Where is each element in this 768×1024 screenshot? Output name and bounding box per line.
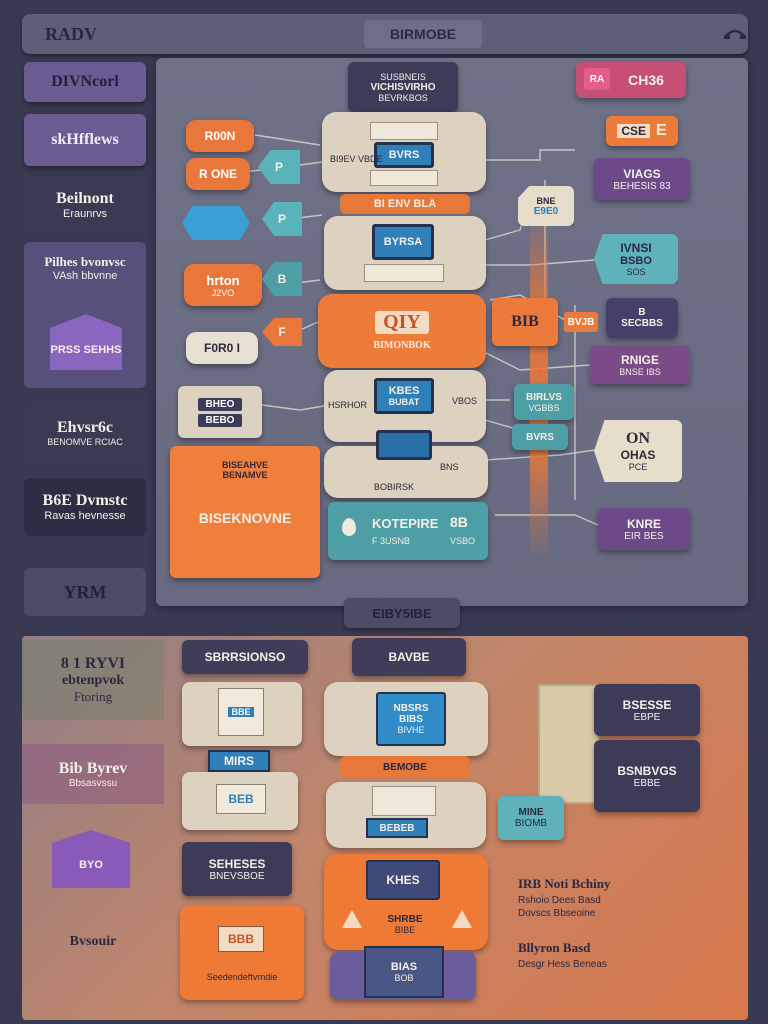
sidebar-item-sub: Eraunrvs [62, 208, 108, 220]
mid-tag-2[interactable]: BIB [492, 298, 558, 346]
left-node-3[interactable] [182, 206, 250, 240]
left-node-5[interactable]: F0R0 I [186, 332, 258, 364]
bottom-right-node-3[interactable]: MINE BIOMB [498, 796, 564, 840]
teal-block[interactable]: KOTEPIRE F 3USNB 8B VSBO [328, 502, 488, 560]
bottom-plaque: BYO [52, 830, 130, 888]
pink-badge: RA [584, 68, 610, 90]
doc-icon: BBE [218, 688, 264, 736]
bottom-left-node-4[interactable]: SEHESES BNEVSBOE [182, 842, 292, 896]
bottom-right-node-2[interactable]: BSNBVGS EBBE [594, 740, 700, 812]
sidebar-item-label: Pilhes bvonvsc [44, 254, 126, 269]
sidebar-item-3[interactable]: Beilnont Eraunrvs [24, 176, 146, 234]
bottom-left-node-3[interactable]: BEB [182, 772, 298, 830]
right-node-6[interactable]: KNRE EIR BES [598, 508, 690, 550]
tab-center[interactable]: BIRMOBE [364, 20, 482, 48]
bottom-left-label-3: Bvsouir [69, 934, 117, 949]
tab-bottom-1[interactable]: SBRRSIONSO [182, 640, 308, 674]
sidebar-item-4[interactable]: Pilhes bvonvsc VAsh bbvnne PRSS SEHHS [24, 242, 146, 388]
sidebar-item-1[interactable]: DIVNcorl [24, 62, 146, 102]
top-right-tag[interactable]: RA CH36 [576, 62, 686, 98]
warning-icon [452, 910, 472, 928]
bottom-center-node-3[interactable]: KHES SHRBE BIBE [324, 854, 488, 950]
bottom-right-node-1[interactable]: BSESSE EBPE [594, 684, 700, 736]
sidebar-item-label: YRM [63, 581, 107, 602]
sidebar-item-5[interactable]: Ehvsr6c BENOMVE RCIAC [24, 404, 146, 462]
right-node-1[interactable]: CSE E [606, 116, 678, 146]
phone-icon[interactable] [722, 22, 748, 46]
sidebar-item-label: DIVNcorl [51, 73, 119, 90]
plaque-icon: PRSS SEHHS [50, 314, 122, 370]
sidebar-item-sub: BENOMVE RCIAC [47, 437, 123, 447]
mid-tag-5[interactable]: ON OHAS PCE [594, 420, 682, 482]
right-node-4[interactable]: B SECBBS [606, 298, 678, 338]
right-node-5[interactable]: RNIGE BNSE IBS [590, 346, 690, 384]
mid-tag-4[interactable]: BVRS [512, 424, 568, 450]
center-node-5[interactable]: BOBIRSK BNS [324, 430, 488, 498]
sidebar-item-2[interactable]: skHfflews [24, 114, 146, 166]
center-node-caption: BI9EV VBDE [330, 154, 383, 164]
warning-icon [342, 910, 362, 928]
drop-icon [342, 518, 356, 536]
monitor-icon: BVRS [374, 142, 434, 168]
left-node-1[interactable]: R00N [186, 120, 254, 152]
bottom-center-node-1[interactable]: NBSRS BIBS BIVHE [324, 682, 488, 756]
top-bar: RADV BIRMOBE [22, 14, 748, 54]
sidebar-item-sub: Ravas hevnesse [44, 510, 126, 522]
right-node-3[interactable]: IVNSI BSBO SOS [594, 234, 678, 284]
left-node-6[interactable]: BHEO BEBO [178, 386, 262, 438]
app-title: RADV [45, 23, 97, 44]
sidebar-item-label: Beilnont [56, 190, 114, 207]
sidebar-item-label: skHfflews [51, 131, 119, 148]
bottom-left-node-1[interactable]: BBE [182, 682, 302, 746]
center-node-3[interactable]: QIY BIMONBOK [318, 294, 486, 368]
bottom-center-band-1: BEMOBE [340, 756, 470, 778]
bottom-left-label-2: Bib Byrev Bbsasvssu [22, 744, 164, 804]
orange-block[interactable]: BISEAHVE BENAMVE BISEKNOVNE [170, 446, 320, 578]
sidebar-item-sub: VAsh bbvnne [52, 270, 118, 282]
plaque-label: PRSS SEHHS [50, 344, 122, 356]
bottom-left-label-1: 8 1 RYVI ebtenpvok Ftoring [22, 640, 164, 720]
center-band-1: BI ENV BLA [340, 194, 470, 214]
bottom-center-node-4[interactable]: BIAS BOB [330, 946, 476, 1000]
bottom-right-frame [538, 684, 600, 804]
bottom-note-1: IRB Noti Bchiny Rshoio Dees Basd Dovscs … [518, 876, 611, 919]
right-node-2[interactable]: VIAGS BEHESIS 83 [594, 158, 690, 200]
monitor-icon: BYRSA [372, 224, 434, 260]
center-node-1[interactable]: BVRS BI9EV VBDE [322, 112, 486, 192]
mid-tag-3[interactable]: BIRLVS VGBBS [514, 384, 574, 420]
diagram-header-box: SUSBNEIS VICHISVIRHO BEVRKBOS [348, 62, 458, 112]
monitor-icon: NBSRS BIBS BIVHE [376, 692, 446, 746]
bottom-center-node-2[interactable]: BEBEB [326, 782, 486, 848]
section-tab[interactable]: EIBY5IBE [344, 598, 460, 628]
tab-bottom-2[interactable]: BAVBE [352, 638, 466, 676]
bottom-left-node-2[interactable]: MIRS [208, 750, 270, 772]
left-node-4[interactable]: hrton J2VO [184, 264, 262, 306]
sidebar-item-7[interactable]: YRM [24, 568, 146, 616]
sidebar-item-6[interactable]: B6E Dvmstc Ravas hevnesse [24, 478, 146, 536]
mid-tag-2b: BVJB [564, 312, 598, 332]
sidebar-item-label: B6E Dvmstc [42, 492, 128, 509]
monitor-icon [376, 430, 432, 460]
monitor-icon: KBES BUBAT [374, 378, 434, 414]
center-node-2[interactable]: BYRSA [324, 216, 486, 290]
mid-tag-1[interactable]: BNE E9E0 [518, 186, 574, 226]
left-node-2[interactable]: R ONE [186, 158, 250, 190]
sidebar: DIVNcorl skHfflews Beilnont Eraunrvs Pil… [22, 58, 152, 628]
bottom-left-node-5[interactable]: BBB Seedendeftvrndie [180, 906, 304, 1000]
sidebar-item-label: Ehvsr6c [57, 419, 113, 436]
bottom-note-2: Bllyron Basd Desgr Hess Beneas [518, 940, 607, 970]
